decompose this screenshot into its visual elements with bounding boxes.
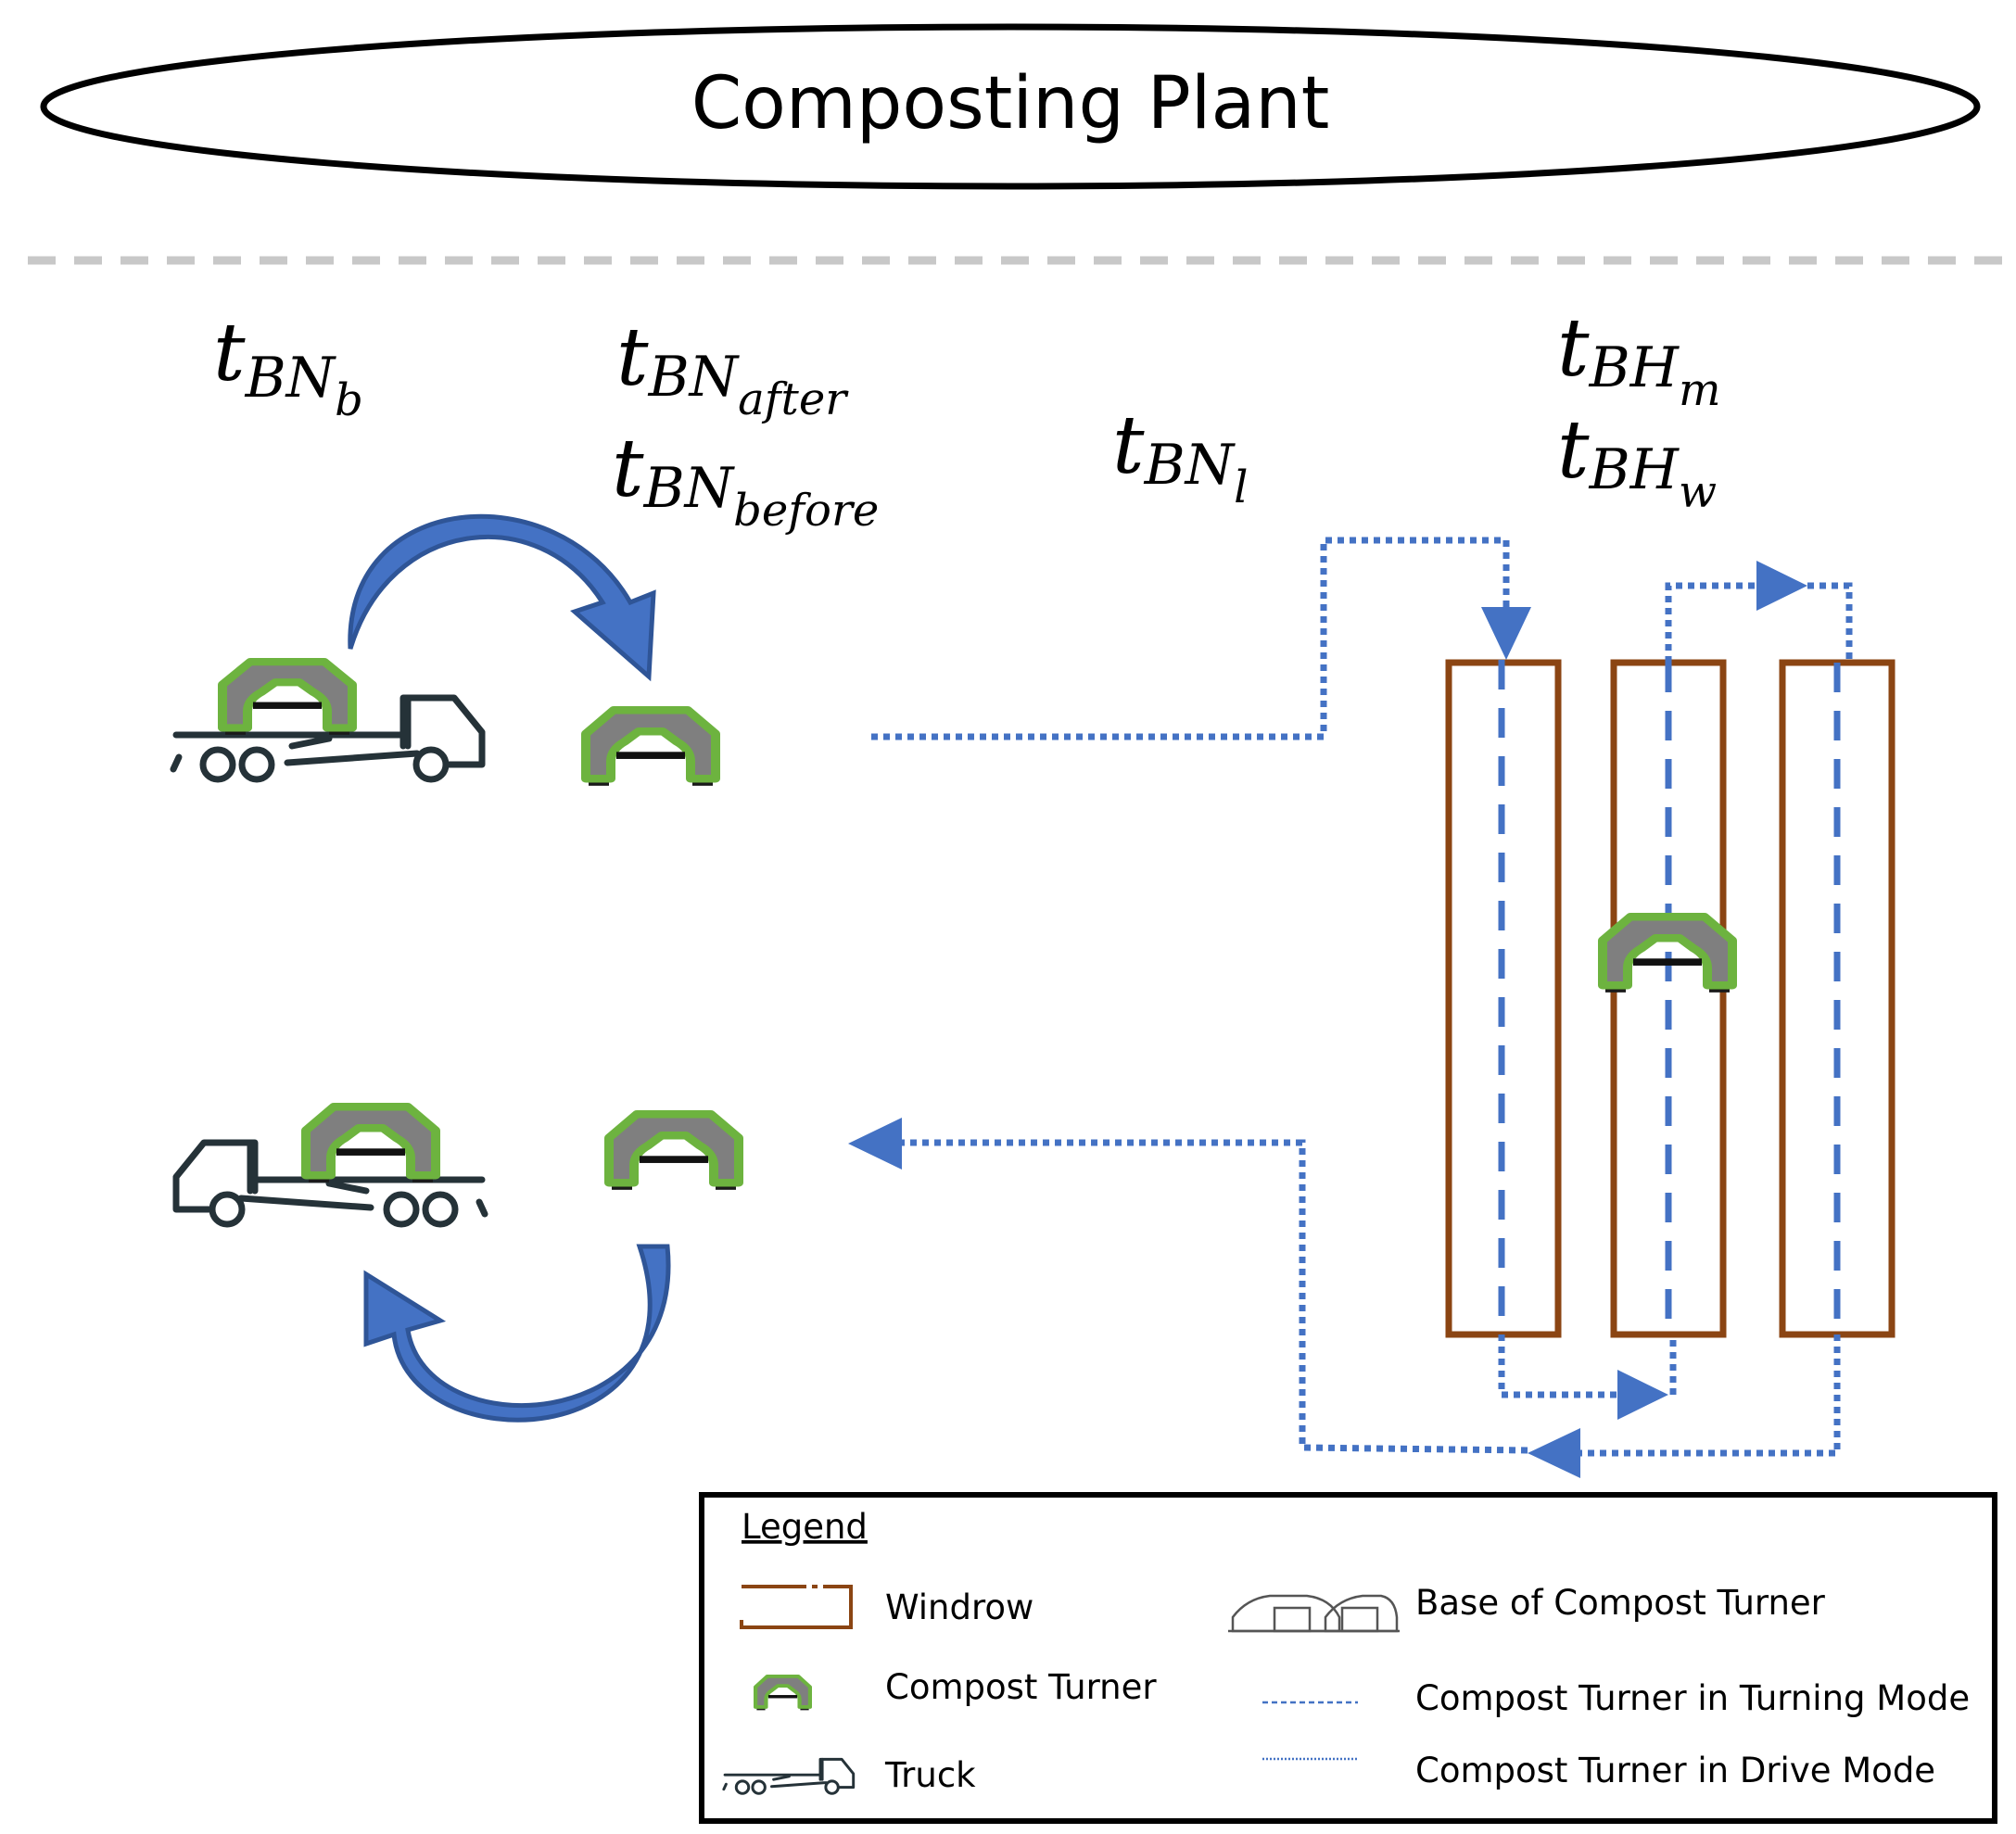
drive-arrowhead-right-bottom	[1617, 1370, 1668, 1420]
title-ellipse	[40, 23, 1981, 190]
page-title: Composting Plant	[691, 62, 1330, 145]
drive-path-2-3	[1665, 582, 1761, 663]
drive-arrowhead-down	[1481, 607, 1531, 660]
label-t-bn-after: tBNafter	[616, 311, 849, 425]
label-t-bh-w: tBHw	[1557, 404, 1717, 518]
label-t-bn-b: tBNb	[213, 307, 363, 426]
unload-curved-arrow	[348, 513, 656, 682]
drive-path-1-2	[1498, 1334, 1622, 1398]
windrow-swatch-icon	[740, 1585, 853, 1629]
compost-turner-icon	[306, 1107, 436, 1183]
label-t-bn-before: tBNbefore	[612, 423, 879, 537]
legend-heading: Legend	[742, 1507, 868, 1547]
drive-path-return-1	[1580, 1334, 1841, 1457]
legend-drive-mode-label: Compost Turner in Drive Mode	[1415, 1751, 1935, 1790]
legend-box	[699, 1492, 1997, 1824]
legend: Legend Windrow Compost Turner Truck Base…	[699, 1492, 1997, 1824]
load-curved-arrow	[363, 1244, 671, 1423]
label-t-bh-m: tBHm	[1557, 302, 1721, 416]
label-t-bn-l: tBNl	[1112, 399, 1249, 513]
drive-arrowhead-left	[848, 1118, 902, 1170]
legend-truck-label: Truck	[884, 1755, 976, 1795]
compost-turner-icon	[609, 1114, 739, 1190]
drive-path-return-2	[899, 1139, 1528, 1454]
legend-turning-mode-label: Compost Turner in Turning Mode	[1415, 1678, 1970, 1718]
drive-arrowhead-right-top	[1756, 561, 1807, 611]
drive-path-down-3	[1807, 582, 1853, 663]
turner-base-icon	[1228, 1594, 1400, 1633]
compost-turner-icon	[586, 710, 716, 786]
legend-compost-turner-label: Compost Turner	[885, 1667, 1157, 1707]
title-group: Composting Plant	[40, 23, 1981, 190]
compost-turner-icon	[222, 662, 352, 735]
drive-arrowhead-left-bottom	[1528, 1428, 1580, 1478]
legend-base-label: Base of Compost Turner	[1415, 1583, 1826, 1623]
drive-path-in	[871, 537, 1510, 740]
legend-windrow-label: Windrow	[885, 1587, 1033, 1627]
